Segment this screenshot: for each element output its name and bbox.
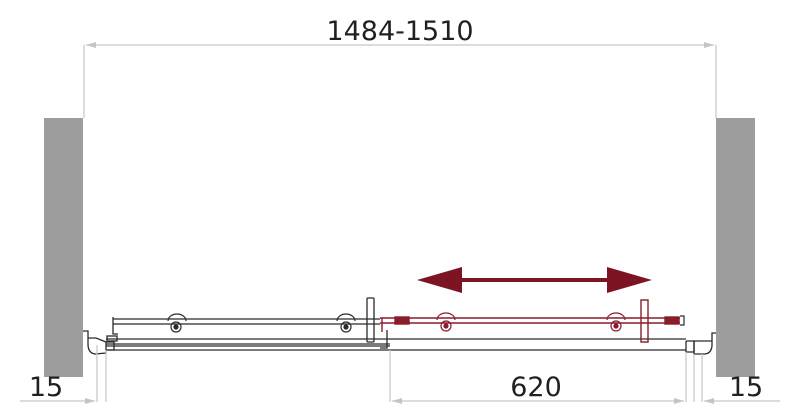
sliding-panel-roller-right xyxy=(606,312,626,332)
fixed-panel-roller-left xyxy=(167,313,187,333)
right-wall-profile xyxy=(685,332,716,355)
fixed-panel-roller-right xyxy=(336,313,356,333)
right-offset-label: 15 xyxy=(729,372,763,403)
sliding-panel-end-cap xyxy=(680,315,685,326)
left-wall xyxy=(44,118,83,377)
overall-width-label: 1484-1510 xyxy=(326,16,473,47)
door-opening-label: 620 xyxy=(510,372,562,403)
right-wall xyxy=(716,118,755,377)
arrow-left-head xyxy=(417,267,462,293)
sliding-panel-roller-left xyxy=(436,312,456,332)
overall-width-dimension: 1484-1510 xyxy=(83,16,717,118)
arrow-right-head xyxy=(607,267,652,293)
fixed-panel-handle xyxy=(366,297,375,343)
left-offset-label: 15 xyxy=(29,372,63,403)
bottom-dimension-lines xyxy=(20,345,780,404)
sliding-direction-arrow xyxy=(417,267,652,293)
sliding-panel-handle xyxy=(640,299,649,343)
fixed-glass-panel xyxy=(106,297,686,351)
sliding-glass-panel xyxy=(380,299,680,343)
